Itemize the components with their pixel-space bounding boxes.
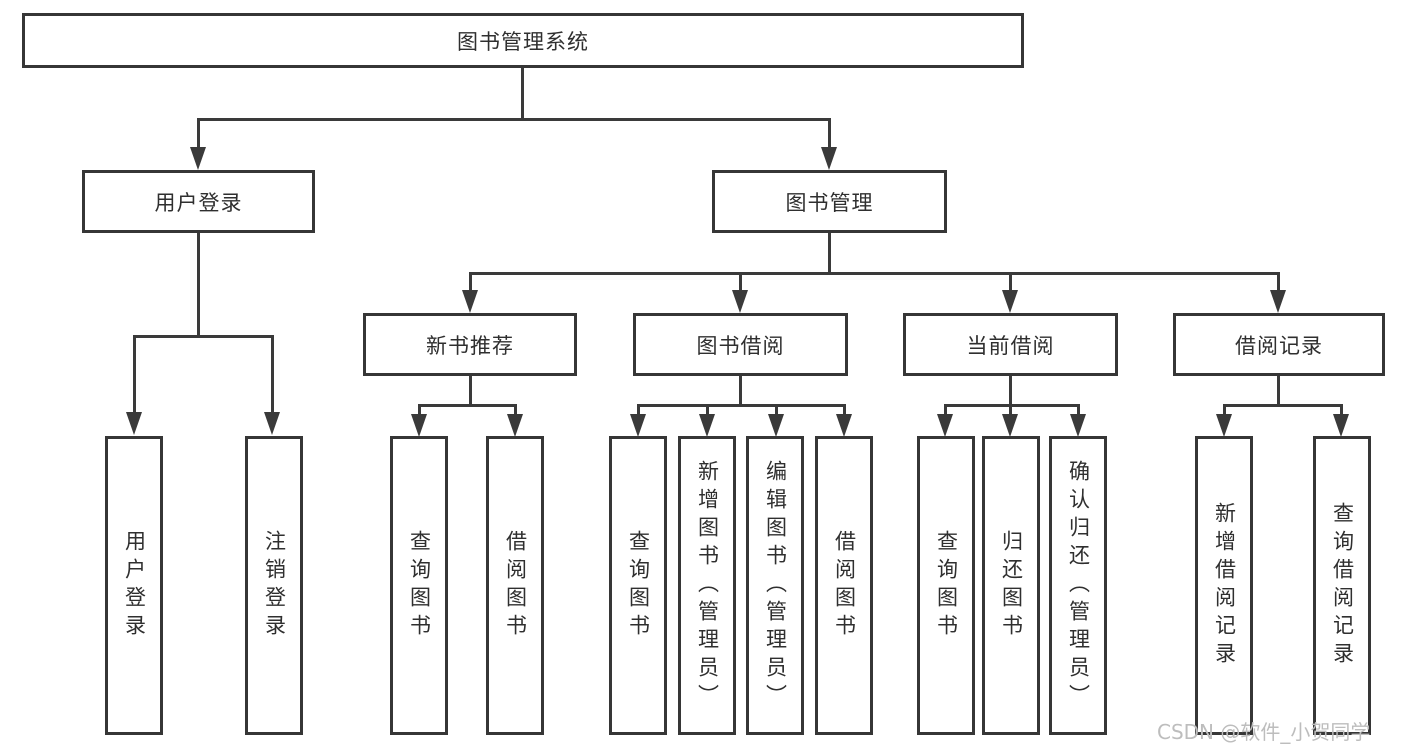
connector-line: [637, 404, 846, 407]
leaf-query-books-3-label: 查询图书: [934, 529, 959, 642]
arrowhead-icon: [1216, 414, 1232, 437]
connector-line: [1277, 272, 1280, 292]
node-book-borrowing: 图书借阅: [633, 313, 848, 376]
leaf-query-borrow-record: 查询借阅记录: [1313, 436, 1371, 735]
arrowhead-icon: [264, 412, 280, 435]
leaf-borrow-books-1: 借阅图书: [486, 436, 544, 735]
connector-line: [828, 118, 831, 149]
connector-line: [418, 404, 517, 407]
arrowhead-icon: [732, 290, 748, 313]
leaf-add-borrow-record-label: 新增借阅记录: [1212, 501, 1237, 670]
connector-line: [521, 68, 524, 118]
connector-line: [944, 404, 1080, 407]
arrowhead-icon: [1270, 290, 1286, 313]
arrowhead-icon: [699, 414, 715, 437]
connector-line: [739, 376, 742, 406]
leaf-query-books-3: 查询图书: [917, 436, 975, 735]
connector-line: [1077, 404, 1080, 415]
leaf-add-borrow-record: 新增借阅记录: [1195, 436, 1253, 735]
connector-line: [739, 272, 742, 292]
arrowhead-icon: [1002, 290, 1018, 313]
node-book-borrowing-label: 图书借阅: [696, 333, 785, 358]
node-user-login: 用户登录: [82, 170, 315, 233]
connector-line: [469, 376, 472, 406]
connector-line: [271, 335, 274, 413]
node-new-book-recommend-label: 新书推荐: [426, 333, 514, 358]
leaf-query-books-1-label: 查询图书: [407, 529, 432, 642]
connector-line: [418, 404, 421, 415]
connector-line: [469, 272, 1280, 275]
connector-line: [1009, 404, 1012, 415]
leaf-edit-books-admin: 编辑图书（管理员）: [746, 436, 804, 735]
connector-line: [944, 404, 947, 415]
connector-line: [843, 404, 846, 415]
leaf-logout-label: 注销登录: [262, 529, 287, 642]
leaf-query-books-2: 查询图书: [609, 436, 667, 735]
connector-line: [197, 118, 200, 149]
connector-line: [1009, 376, 1012, 406]
leaf-return-books: 归还图书: [982, 436, 1040, 735]
connector-line: [133, 335, 136, 413]
node-borrowing-records: 借阅记录: [1173, 313, 1385, 376]
leaf-confirm-return-admin: 确认归还（管理员）: [1049, 436, 1107, 735]
leaf-edit-books-admin-label: 编辑图书（管理员）: [763, 459, 788, 712]
node-user-login-label: 用户登录: [154, 190, 243, 215]
connector-line: [197, 118, 831, 121]
leaf-borrow-books-1-label: 借阅图书: [503, 529, 528, 642]
arrowhead-icon: [1070, 414, 1086, 437]
leaf-logout: 注销登录: [245, 436, 303, 735]
arrowhead-icon: [821, 147, 837, 170]
leaf-add-books-admin: 新增图书（管理员）: [678, 436, 736, 735]
leaf-query-books-1: 查询图书: [390, 436, 448, 735]
leaf-user-login: 用户登录: [105, 436, 163, 735]
leaf-query-books-2-label: 查询图书: [626, 529, 651, 642]
connector-line: [197, 233, 200, 335]
arrowhead-icon: [836, 414, 852, 437]
connector-line: [1223, 404, 1226, 415]
node-book-management: 图书管理: [712, 170, 947, 233]
arrowhead-icon: [1333, 414, 1349, 437]
leaf-user-login-label: 用户登录: [122, 529, 147, 642]
node-root-label: 图书管理系统: [457, 29, 589, 54]
node-new-book-recommend: 新书推荐: [363, 313, 577, 376]
connector-line: [514, 404, 517, 415]
leaf-confirm-return-admin-label: 确认归还（管理员）: [1066, 459, 1091, 712]
node-book-management-label: 图书管理: [785, 190, 874, 215]
leaf-return-books-label: 归还图书: [999, 529, 1024, 642]
node-current-borrowing: 当前借阅: [903, 313, 1118, 376]
arrowhead-icon: [630, 414, 646, 437]
leaf-add-books-admin-label: 新增图书（管理员）: [695, 459, 720, 712]
arrowhead-icon: [937, 414, 953, 437]
connector-line: [828, 233, 831, 272]
connector-line: [706, 404, 709, 415]
arrowhead-icon: [768, 414, 784, 437]
leaf-borrow-books-2: 借阅图书: [815, 436, 873, 735]
connector-line: [637, 404, 640, 415]
csdn-watermark: CSDN @软件_小贺同学: [1157, 720, 1371, 744]
arrowhead-icon: [1002, 414, 1018, 437]
node-root: 图书管理系统: [22, 13, 1024, 68]
connector-line: [1277, 376, 1280, 406]
node-current-borrowing-label: 当前借阅: [966, 333, 1055, 358]
connector-line: [469, 272, 472, 292]
arrowhead-icon: [411, 414, 427, 437]
arrowhead-icon: [507, 414, 523, 437]
leaf-borrow-books-2-label: 借阅图书: [832, 529, 857, 642]
connector-line: [133, 335, 274, 338]
connector-line: [1223, 404, 1343, 407]
connector-line: [775, 404, 778, 415]
node-borrowing-records-label: 借阅记录: [1235, 333, 1323, 358]
arrowhead-icon: [126, 412, 142, 435]
arrowhead-icon: [462, 290, 478, 313]
connector-line: [1340, 404, 1343, 415]
leaf-query-borrow-record-label: 查询借阅记录: [1330, 501, 1355, 670]
connector-line: [1009, 272, 1012, 292]
arrowhead-icon: [190, 147, 206, 170]
